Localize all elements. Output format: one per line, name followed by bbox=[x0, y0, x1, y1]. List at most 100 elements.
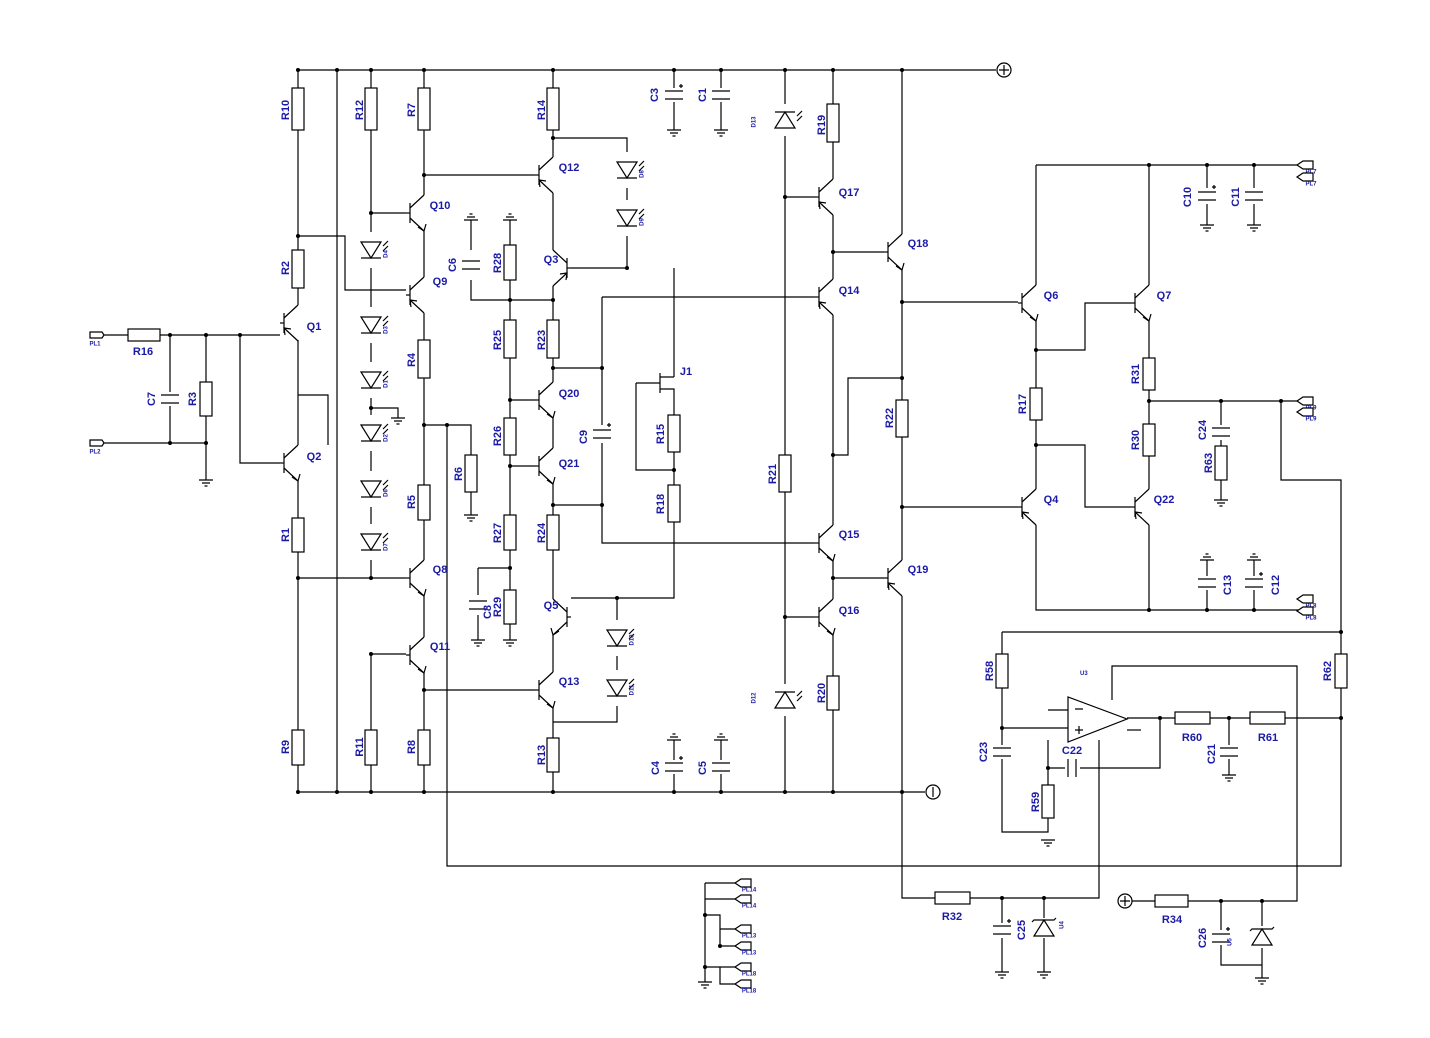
resistor-r14: R14 bbox=[536, 87, 560, 131]
resistor-r11: R11 bbox=[354, 729, 378, 766]
junction-dot bbox=[783, 68, 787, 72]
resistor-r59: R59 bbox=[1030, 784, 1055, 819]
ground-icon bbox=[1214, 499, 1228, 507]
junction-dot bbox=[296, 790, 300, 794]
resistor-r15: R15 bbox=[655, 414, 681, 453]
resistor-label: R59 bbox=[1030, 792, 1042, 812]
junction-dot bbox=[1260, 899, 1264, 903]
resistor-r25: R25 bbox=[492, 319, 517, 359]
junction-dot bbox=[508, 566, 512, 570]
resistor-label: R23 bbox=[536, 330, 548, 350]
junction-dot bbox=[204, 333, 208, 337]
connector-label: PL9 bbox=[1305, 417, 1317, 423]
resistor-r6: R6 bbox=[453, 454, 478, 493]
diode-d1: D1 bbox=[359, 370, 390, 390]
connector-label: PL13 bbox=[742, 951, 757, 957]
capacitor-c12: C12 bbox=[1245, 572, 1282, 595]
junction-dot bbox=[831, 68, 835, 72]
junction-dot bbox=[831, 576, 835, 580]
diode-label: D13 bbox=[752, 116, 758, 128]
junction-dot bbox=[900, 790, 904, 794]
junction-dot bbox=[900, 68, 904, 72]
diode-d13: D13 bbox=[752, 110, 803, 129]
junction-dot bbox=[551, 503, 555, 507]
capacitor-c3: C3 bbox=[649, 84, 683, 102]
transistor-q2: Q2 bbox=[280, 444, 321, 482]
resistor-label: R61 bbox=[1258, 732, 1278, 744]
resistor-label: R13 bbox=[536, 745, 548, 765]
transistor-label: Q1 bbox=[307, 321, 322, 333]
junction-dot bbox=[1205, 608, 1209, 612]
resistor-label: R14 bbox=[536, 99, 548, 120]
capacitor-c25: C25 bbox=[993, 919, 1028, 940]
junction-dot bbox=[369, 576, 373, 580]
diode-d7: D7 bbox=[359, 532, 390, 552]
resistor-r17: R17 bbox=[1017, 387, 1043, 421]
resistor-r61: R61 bbox=[1249, 711, 1286, 744]
transistor-label: Q3 bbox=[544, 254, 559, 266]
rail-terminals bbox=[925, 62, 1133, 909]
ground-icon bbox=[714, 733, 728, 741]
resistor-label: R60 bbox=[1182, 732, 1202, 744]
resistor-label: R19 bbox=[816, 115, 828, 135]
opamp-u3: U3 bbox=[1067, 671, 1129, 743]
capacitor-c1: C1 bbox=[697, 88, 730, 102]
ground-icon bbox=[1037, 971, 1051, 979]
junction-dot bbox=[625, 266, 629, 270]
capacitor-label: C24 bbox=[1197, 419, 1209, 440]
diode-label: D9 bbox=[640, 218, 646, 226]
junction-dot bbox=[1034, 348, 1038, 352]
transistor-q14: Q14 bbox=[815, 278, 861, 316]
transistor-q11: Q11 bbox=[406, 636, 450, 674]
jfet-j1: J1 bbox=[656, 365, 692, 401]
junction-dot bbox=[1034, 443, 1038, 447]
transistor-label: Q22 bbox=[1154, 494, 1175, 506]
junction-dot bbox=[718, 944, 722, 948]
resistor-label: R10 bbox=[280, 100, 292, 120]
resistor-label: R22 bbox=[884, 408, 896, 428]
capacitor-label: C5 bbox=[697, 761, 709, 775]
junction-dot bbox=[422, 68, 426, 72]
transistor-label: Q8 bbox=[433, 564, 448, 576]
capacitor-label: C10 bbox=[1182, 187, 1194, 207]
transistor-q3: Q3 bbox=[544, 249, 571, 287]
connector-label: PL8 bbox=[1305, 616, 1317, 622]
transistor-label: Q7 bbox=[1157, 290, 1172, 302]
ground-icon bbox=[503, 639, 517, 647]
junction-dot bbox=[615, 596, 619, 600]
junction-dot bbox=[672, 790, 676, 794]
negative-rail-terminal bbox=[925, 784, 941, 800]
resistor-r34: R34 bbox=[1154, 894, 1189, 926]
transistor-q12: Q12 bbox=[535, 156, 579, 194]
junction-dot bbox=[719, 68, 723, 72]
diode-label: D3 bbox=[384, 326, 390, 334]
capacitor-label: C6 bbox=[447, 258, 459, 272]
ground-icon bbox=[698, 981, 712, 989]
resistor-label: R2 bbox=[280, 261, 292, 275]
transistor-label: Q14 bbox=[839, 285, 861, 297]
diode-d9: D9 bbox=[615, 208, 646, 228]
resistor-r10: R10 bbox=[280, 87, 305, 131]
resistor-label: R7 bbox=[406, 103, 418, 117]
positive-supply-terminal bbox=[1117, 893, 1133, 909]
resistor-label: R17 bbox=[1017, 394, 1029, 414]
resistor-label: R26 bbox=[492, 426, 504, 446]
junction-dot bbox=[369, 211, 373, 215]
transistor-label: Q21 bbox=[559, 458, 580, 470]
zener-label: U4 bbox=[1060, 921, 1066, 929]
junction-dot bbox=[900, 300, 904, 304]
ground-icon bbox=[1222, 774, 1236, 782]
connector-label: PL14 bbox=[742, 904, 757, 910]
transistor-q6: Q6 bbox=[1018, 284, 1058, 322]
connector-label: PL2 bbox=[89, 450, 101, 456]
transistor-label: Q15 bbox=[839, 529, 860, 541]
capacitor-c6: C6 bbox=[447, 258, 480, 272]
resistor-label: R12 bbox=[354, 100, 366, 120]
junction-dot bbox=[551, 790, 555, 794]
resistor-r1: R1 bbox=[280, 517, 305, 553]
resistor-r60: R60 bbox=[1174, 711, 1211, 744]
junction-dot bbox=[551, 298, 555, 302]
transistor-q13: Q13 bbox=[535, 671, 579, 709]
diode-d11: D11 bbox=[605, 678, 636, 698]
